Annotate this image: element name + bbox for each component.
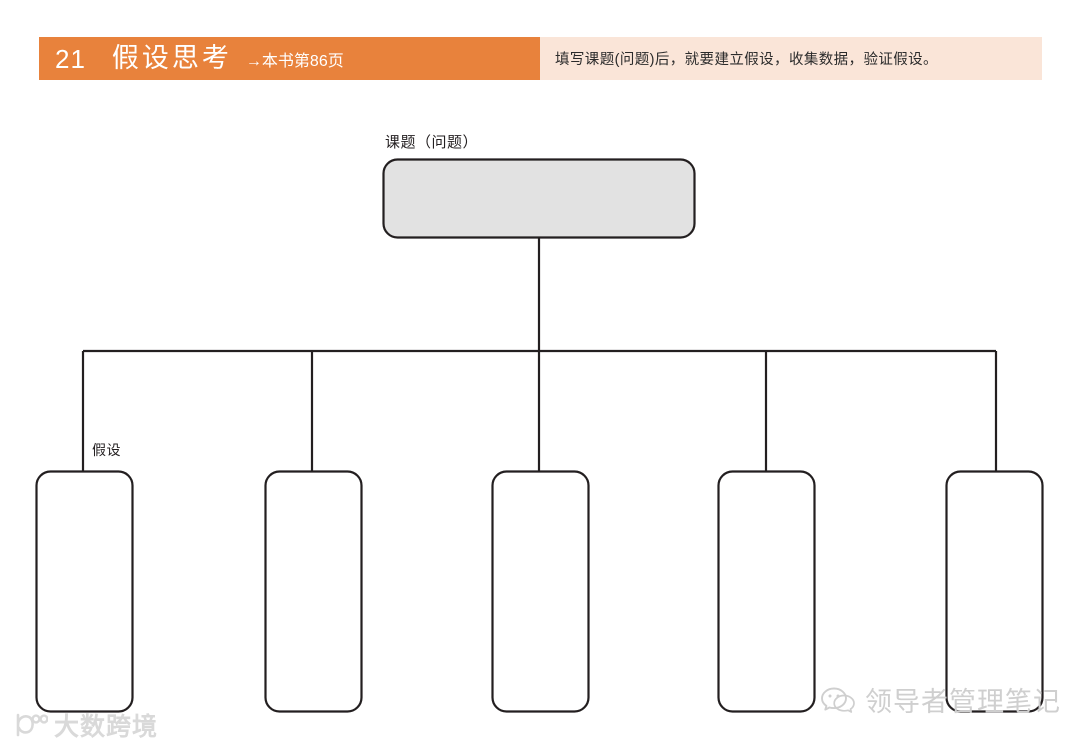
branch-node-box-2[interactable] <box>264 470 363 713</box>
header-title-block: 21 假设思考 →本书第86页 <box>39 37 540 80</box>
root-node-label: 课题（问题） <box>385 134 479 151</box>
page-header-band: 21 假设思考 →本书第86页 填写课题(问题)后，就要建立假设，收集数据，验证… <box>39 37 1042 80</box>
branch-node-box-3[interactable] <box>491 470 590 713</box>
header-page-reference: →本书第86页 <box>245 52 344 70</box>
header-note-text: 填写课题(问题)后，就要建立假设，收集数据，验证假设。 <box>555 52 938 68</box>
page-title: 假设思考 <box>111 43 232 73</box>
branch-node-box-5[interactable] <box>945 470 1044 713</box>
branch-group-label: 假设 <box>92 442 121 458</box>
branch-node-box-1[interactable] <box>35 470 134 713</box>
root-node-box[interactable] <box>382 158 696 239</box>
branch-node-box-4[interactable] <box>717 470 816 713</box>
header-note-block: 填写课题(问题)后，就要建立假设，收集数据，验证假设。 <box>540 37 1042 80</box>
header-chapter-number: 21 <box>55 43 86 74</box>
